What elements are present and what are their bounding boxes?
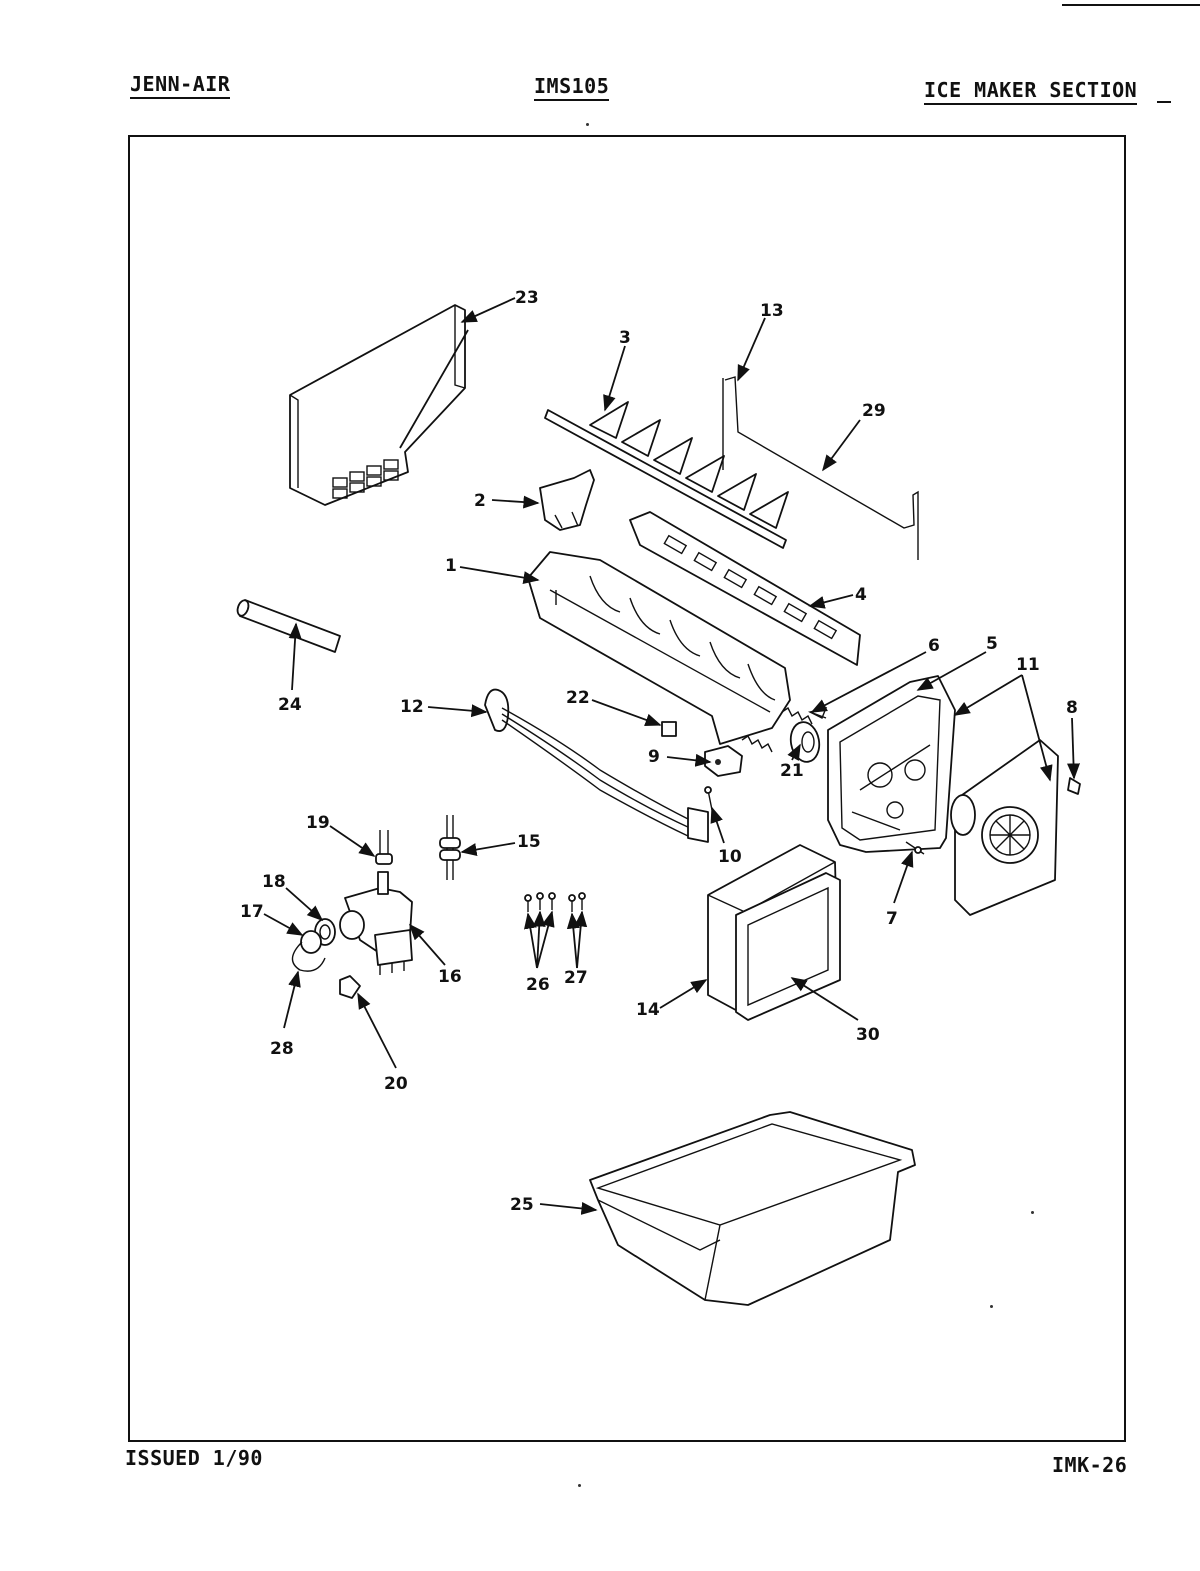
part-12-wiring-harness [484,688,709,843]
callout-17: 17 [240,902,264,922]
callout-labels: 23 3 13 29 2 1 4 24 12 22 6 5 11 8 9 21 … [240,288,1078,1215]
callout-9: 9 [648,747,660,767]
callout-30: 30 [856,1025,880,1045]
part-6-screw [809,711,827,719]
issued-date: ISSUED 1/90 [125,1446,263,1470]
part-8-screw [1067,777,1081,795]
part-24-fill-tube [236,599,341,653]
callout-29: 29 [862,401,886,421]
part-7-screw [905,841,925,855]
callout-20: 20 [384,1074,408,1094]
callout-16: 16 [438,967,462,987]
part-30-mounting-plate [735,872,841,1021]
callout-25: 25 [510,1195,534,1215]
callout-22: 22 [566,688,590,708]
part-13-29-shutoff-arm [722,376,919,560]
callout-28: 28 [270,1039,294,1059]
callout-7: 7 [886,909,898,929]
part-10-screw [704,786,713,811]
part-22-clip [661,721,677,737]
part-15-tube-nut [439,815,461,880]
part-9-thermostat [704,745,743,777]
part-11-motor-plate [950,739,1059,916]
corner-mark [1062,4,1200,6]
part-16-water-valve [339,871,413,975]
callout-26: 26 [526,975,550,995]
callout-15: 15 [517,832,541,852]
section-title: ICE MAKER SECTION [924,78,1138,105]
part-19-insert [375,830,393,865]
callout-3: 3 [619,328,631,348]
part-28-strap [291,941,326,972]
part-25-ice-bucket [589,1111,916,1306]
stray-mark [1031,1211,1034,1214]
callout-8: 8 [1066,698,1078,718]
callout-6: 6 [928,636,940,656]
callout-1: 1 [445,556,457,576]
callout-11: 11 [1016,655,1040,675]
callout-2: 2 [474,491,486,511]
callout-13: 13 [760,301,784,321]
part-17-cap [300,930,322,954]
page-code: IMK-26 [1052,1453,1128,1477]
callout-14: 14 [636,1000,660,1020]
part-27-screws [568,892,586,912]
part-20-clamp [339,975,361,999]
corner-mark [1157,101,1171,103]
callout-leaders [263,297,1080,1215]
callout-24: 24 [278,695,302,715]
part-1-mold [527,551,791,745]
callout-12: 12 [400,697,424,717]
stray-mark [578,1484,581,1487]
diagram-frame [128,135,1126,1442]
part-23-cover [289,304,466,506]
callout-23: 23 [515,288,539,308]
part-3-ejector [544,401,789,549]
callout-5: 5 [986,634,998,654]
part-2-bracket [539,469,595,531]
callout-19: 19 [306,813,330,833]
part-5-housing [827,675,956,853]
callout-18: 18 [262,872,286,892]
callout-27: 27 [564,968,588,988]
stray-mark [586,123,589,126]
brand-name: JENN-AIR [130,72,231,99]
callout-10: 10 [718,847,742,867]
model-number: IMS105 [534,74,610,101]
part-4-stripper [629,511,861,666]
stray-mark [990,1305,993,1308]
callout-4: 4 [855,585,867,605]
part-26-screws [524,892,556,912]
callout-21: 21 [780,761,804,781]
